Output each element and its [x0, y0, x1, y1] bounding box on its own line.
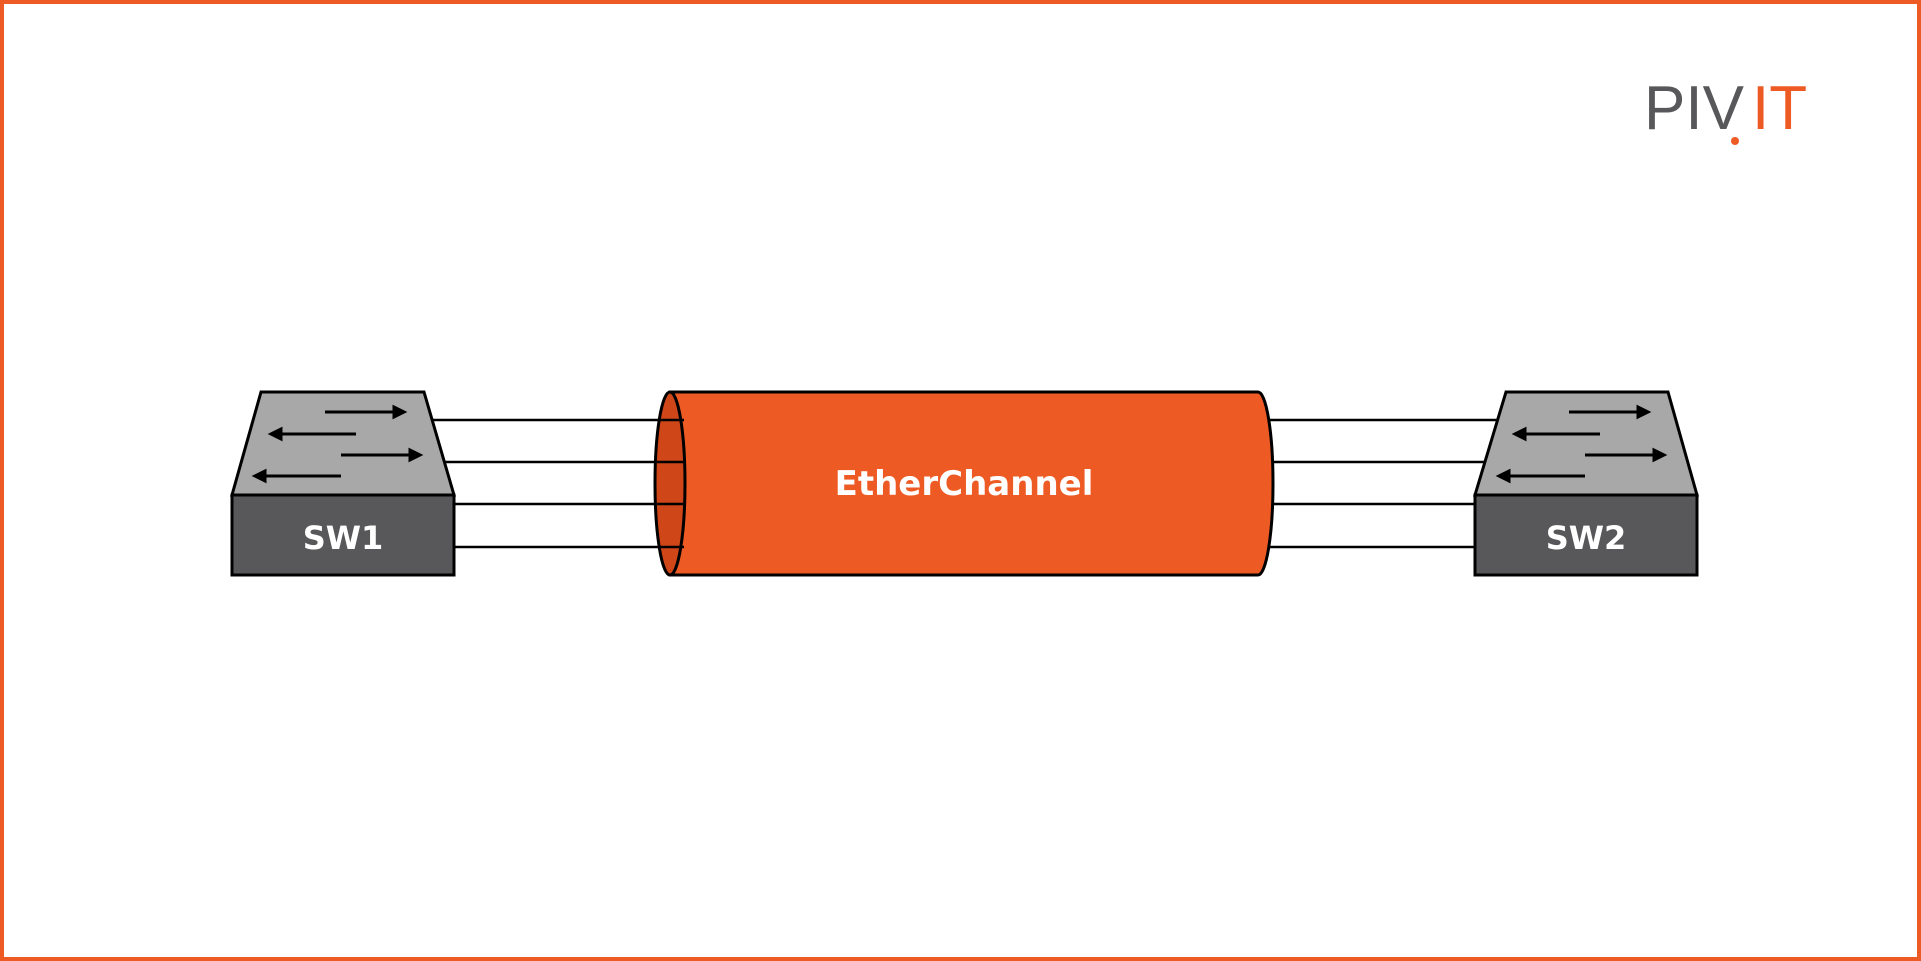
logo-dot [1731, 137, 1739, 145]
switch-arrows-icon [1495, 404, 1668, 484]
switch-label: SW1 [303, 519, 384, 557]
etherchannel-diagram: PIV IT EtherChannel [230, 74, 1807, 577]
logo-text-gray: PIV [1644, 74, 1745, 143]
etherchannel-bundle: EtherChannel [653, 390, 1275, 577]
bundle-end-ellipse [653, 390, 687, 577]
bundle-label: EtherChannel [835, 464, 1094, 504]
switch-arrows-icon [251, 404, 424, 484]
switch-sw1: SW1 [230, 390, 456, 577]
switch-label: SW2 [1546, 519, 1627, 557]
switch-sw2: SW2 [1472, 390, 1699, 577]
logo-text-orange: IT [1752, 74, 1807, 143]
links-right [1266, 418, 1500, 549]
pivit-logo: PIV IT [1644, 74, 1807, 145]
links-left [429, 418, 684, 549]
